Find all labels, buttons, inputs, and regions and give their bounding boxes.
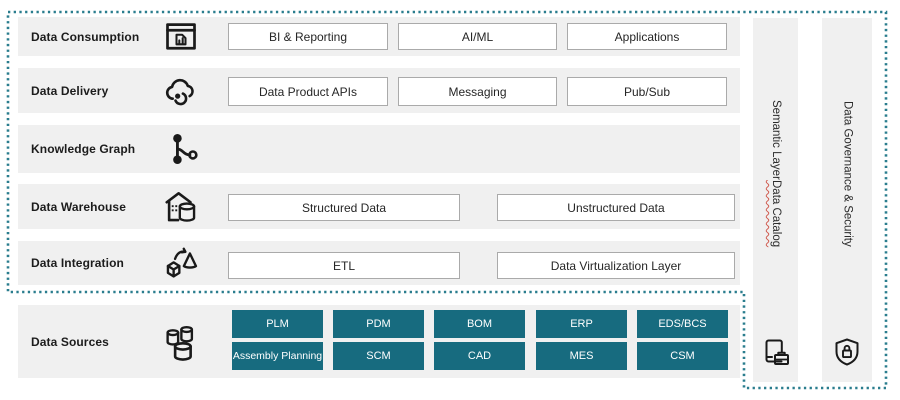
source-box: PDM (333, 310, 424, 338)
row-label: Data Delivery (31, 83, 109, 98)
source-box: MES (536, 342, 627, 370)
graph-nodes-icon (158, 125, 204, 173)
source-box: CAD (434, 342, 525, 370)
row-data-sources: Data Sources PLM PDM BOM ERP EDS/BCS Ass… (18, 305, 740, 378)
source-box: ERP (536, 310, 627, 338)
row-label: Data Warehouse (31, 199, 126, 214)
row-data-consumption: Data Consumption BI & Reporting AI/ML Ap… (18, 17, 740, 56)
layer-box: Messaging (398, 77, 557, 106)
layer-box: Pub/Sub (567, 77, 727, 106)
layer-box: ETL (228, 252, 460, 279)
cloud-sync-icon (158, 68, 204, 113)
source-box: EDS/BCS (637, 310, 728, 338)
layer-box: AI/ML (398, 23, 557, 50)
row-data-delivery: Data Delivery Data Product APIs Messagin… (18, 68, 740, 113)
shield-lock-icon (822, 336, 872, 368)
databases-icon (158, 305, 204, 378)
layer-box: Unstructured Data (497, 194, 735, 221)
sidebar-data-governance: Data Governance & Security (822, 18, 872, 382)
row-label: Knowledge Graph (31, 142, 136, 156)
layer-box: Data Virtualization Layer (497, 252, 735, 279)
layer-box: Applications (567, 23, 727, 50)
source-box: Assembly Planning (232, 342, 323, 370)
layer-box: Data Product APIs (228, 77, 388, 106)
sidebar-semantic-layer: Semantic Layer Data Catalog (753, 18, 798, 382)
row-data-warehouse: Data Warehouse Structured Data Unstructu… (18, 184, 740, 229)
layer-box: BI & Reporting (228, 23, 388, 50)
row-label: Data Sources (31, 334, 109, 349)
source-box: PLM (232, 310, 323, 338)
warehouse-database-icon (158, 184, 204, 229)
sidebar-data-governance-label: Data Governance & Security (841, 101, 854, 247)
source-box: SCM (333, 342, 424, 370)
source-box: CSM (637, 342, 728, 370)
source-box: BOM (434, 310, 525, 338)
window-report-icon (158, 17, 204, 56)
sidebar-semantic-layer-label: Semantic Layer Data Catalog (769, 100, 782, 248)
transform-cube-icon (158, 241, 204, 285)
layer-box: Structured Data (228, 194, 460, 221)
catalog-device-icon (753, 336, 798, 368)
row-label: Data Integration (31, 256, 124, 270)
row-knowledge-graph: Knowledge Graph (18, 125, 740, 173)
row-label: Data Consumption (31, 29, 140, 44)
row-data-integration: Data Integration ETL Data Virtualization… (18, 241, 740, 285)
